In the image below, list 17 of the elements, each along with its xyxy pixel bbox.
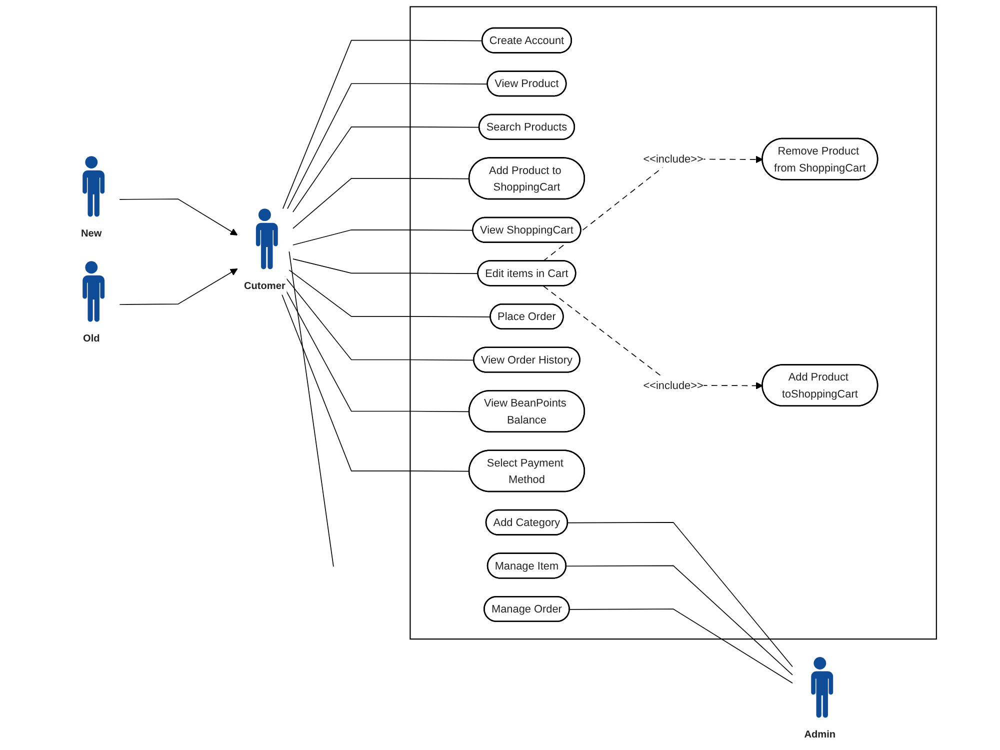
connector (284, 276, 475, 361)
connector (288, 251, 334, 567)
edge-label: <<include>> (643, 152, 704, 166)
edge-label: <<include>> (643, 378, 704, 392)
cluster (410, 6, 937, 640)
connector (287, 83, 488, 210)
connector (569, 608, 793, 684)
connector (292, 258, 479, 274)
arrow (119, 268, 238, 305)
connector (292, 178, 470, 229)
arrow (119, 198, 238, 236)
connector (292, 229, 474, 246)
connector (292, 126, 480, 212)
connector (567, 522, 793, 668)
connector (566, 565, 793, 676)
connector (288, 270, 492, 318)
connector (282, 40, 483, 210)
